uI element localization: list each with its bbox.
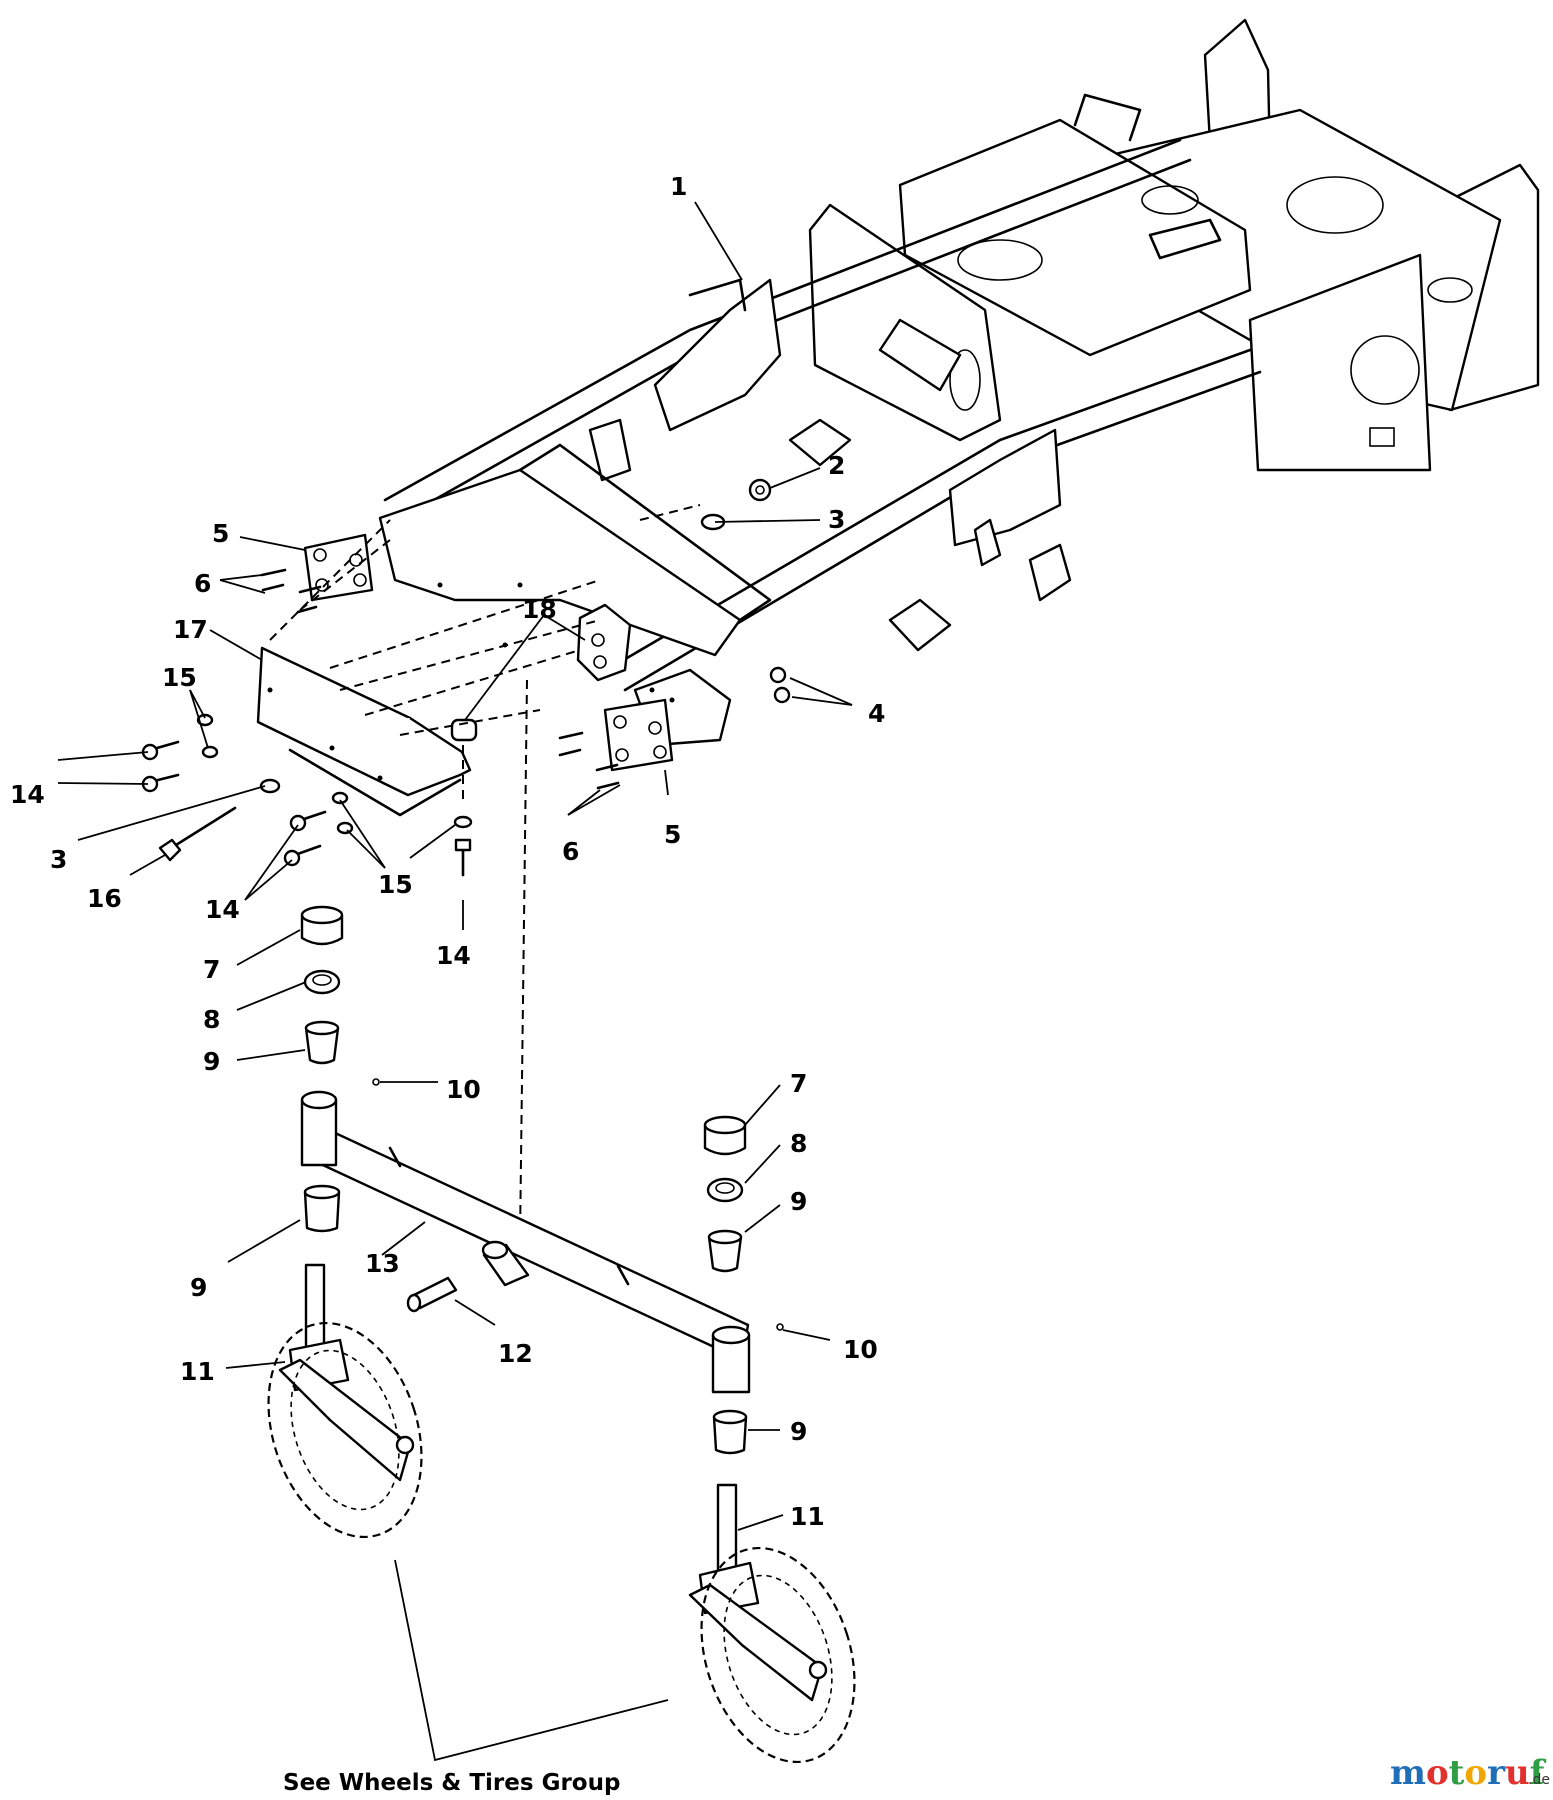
callout-13: 13	[365, 1249, 400, 1278]
callout-11-left: 11	[180, 1357, 215, 1386]
callout-15-left: 15	[162, 663, 197, 692]
callout-9-left-bottom: 9	[190, 1273, 207, 1302]
callout-12: 12	[498, 1339, 533, 1368]
front-axle	[300, 1090, 751, 1394]
callout-10-right: 10	[843, 1335, 878, 1364]
callouts: 1 2 3 4 5 6 17 18 15 14 3 16 14 15 14 6 …	[10, 172, 885, 1531]
wm-letter-m: m	[1390, 1753, 1426, 1793]
callout-6-right: 6	[562, 837, 579, 866]
see-wheels-tires-note: See Wheels & Tires Group	[283, 1770, 620, 1796]
callout-11-right: 11	[790, 1502, 825, 1531]
callout-6-left: 6	[194, 569, 211, 598]
callout-9-left-top: 9	[203, 1047, 220, 1076]
callout-16: 16	[87, 884, 122, 913]
callout-7-right: 7	[790, 1069, 807, 1098]
callout-15-mid: 15	[378, 870, 413, 899]
caster-wheel-left	[267, 1263, 423, 1539]
motoruf-watermark: motoruf .de	[1390, 1753, 1550, 1793]
bushing-stacks	[300, 905, 784, 1455]
callout-14-mid: 14	[205, 895, 240, 924]
wm-suffix: .de	[1528, 1772, 1550, 1788]
wm-letter-r: r	[1487, 1753, 1506, 1793]
callout-8-left: 8	[203, 1005, 220, 1034]
main-frame	[256, 18, 1540, 1241]
callout-17: 17	[173, 615, 208, 644]
callout-2: 2	[828, 451, 845, 480]
wm-letter-u: u	[1505, 1753, 1530, 1793]
callout-5-left: 5	[212, 519, 229, 548]
hardware	[141, 713, 473, 877]
callout-14-right: 14	[436, 941, 471, 970]
callout-18: 18	[522, 595, 557, 624]
wm-letter-t: t	[1449, 1753, 1465, 1793]
caster-wheel-right	[688, 1483, 856, 1764]
leader-lines	[57, 201, 853, 1762]
callout-1: 1	[670, 172, 687, 201]
callout-8-right: 8	[790, 1129, 807, 1158]
wm-letter-f: f	[1530, 1753, 1547, 1793]
callout-3-left: 3	[50, 845, 67, 874]
callout-7-left: 7	[203, 955, 220, 984]
svg-text:motoruf: motoruf	[1390, 1753, 1547, 1793]
callout-14-left: 14	[10, 780, 45, 809]
callout-10-left: 10	[446, 1075, 481, 1104]
callout-9-right-bottom: 9	[790, 1417, 807, 1446]
wm-letter-o2: o	[1464, 1753, 1487, 1793]
callout-3-top: 3	[828, 505, 845, 534]
wm-letter-o1: o	[1426, 1753, 1449, 1793]
callout-4: 4	[868, 699, 885, 728]
callout-9-right-top: 9	[790, 1187, 807, 1216]
callout-5-right: 5	[664, 820, 681, 849]
